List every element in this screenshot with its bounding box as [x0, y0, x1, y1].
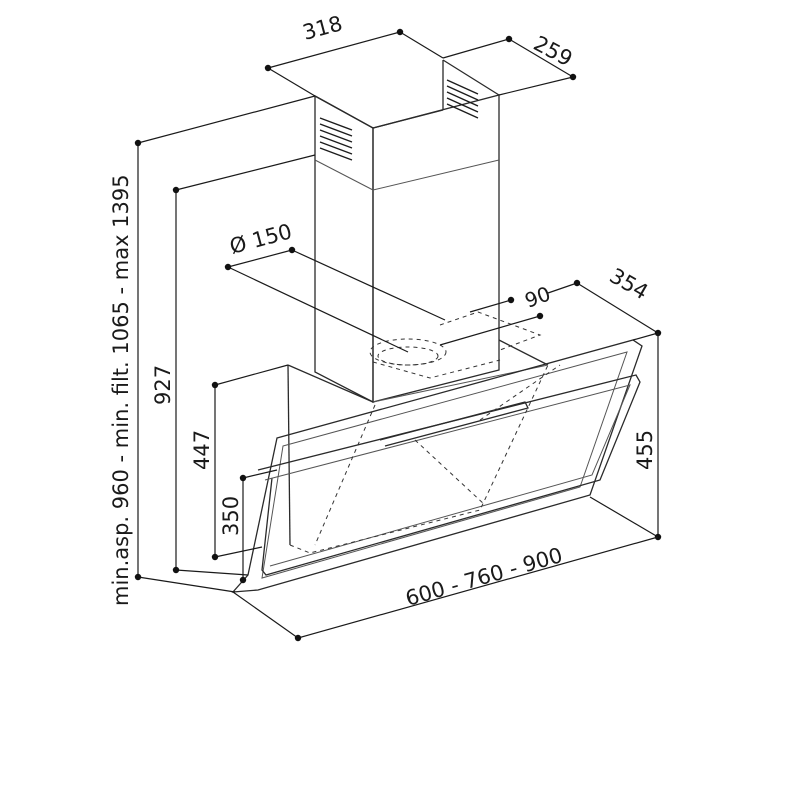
label-height-447: 447: [190, 430, 214, 470]
chimney-top-edge: [314, 95, 444, 129]
dim-outlet-offset: [439, 296, 544, 346]
dim-widths: [232, 536, 659, 642]
label-height-350: 350: [219, 496, 243, 536]
dim-duct-diameter: [224, 246, 446, 353]
chimney-side-face: [314, 94, 374, 404]
label-hood-depth: 354: [606, 264, 653, 305]
label-total-height: min.asp. 960 - min. filt. 1065 - max 139…: [109, 174, 133, 606]
dim-chimney-width: [264, 28, 444, 97]
chimney-top-back: [442, 59, 500, 96]
vent-grille-right: [446, 79, 479, 119]
vent-grille-left: [319, 117, 353, 161]
front-frame: [257, 374, 641, 576]
handle-strip: [379, 401, 529, 447]
dim-hood-depth: [547, 279, 662, 341]
dim-447: [211, 364, 289, 561]
motor-housing: [287, 339, 549, 546]
chimney: [314, 59, 500, 404]
label-duct-diameter: Ø 150: [227, 219, 294, 259]
label-outlet-offset: 90: [522, 281, 554, 312]
label-widths: 600 - 760 - 900: [403, 543, 565, 611]
glass-canopy: [231, 339, 643, 593]
dim-hood-height: [589, 333, 662, 541]
glass-panel-inner: [261, 351, 628, 579]
dim-chimney-depth: [442, 35, 577, 96]
duct-outlet: [369, 311, 542, 379]
label-chimney-width: 318: [300, 11, 345, 45]
dim-total-height: [134, 95, 316, 593]
glass-panel-outer: [231, 339, 643, 593]
chimney-front-face: [372, 94, 500, 403]
chimney-telescopic-line: [372, 159, 500, 191]
dim-927: [172, 154, 316, 576]
label-hood-height: 455: [633, 430, 657, 470]
dim-350: [239, 469, 278, 584]
label-height-927: 927: [151, 365, 175, 405]
chimney-telescopic-line-side: [314, 159, 374, 191]
